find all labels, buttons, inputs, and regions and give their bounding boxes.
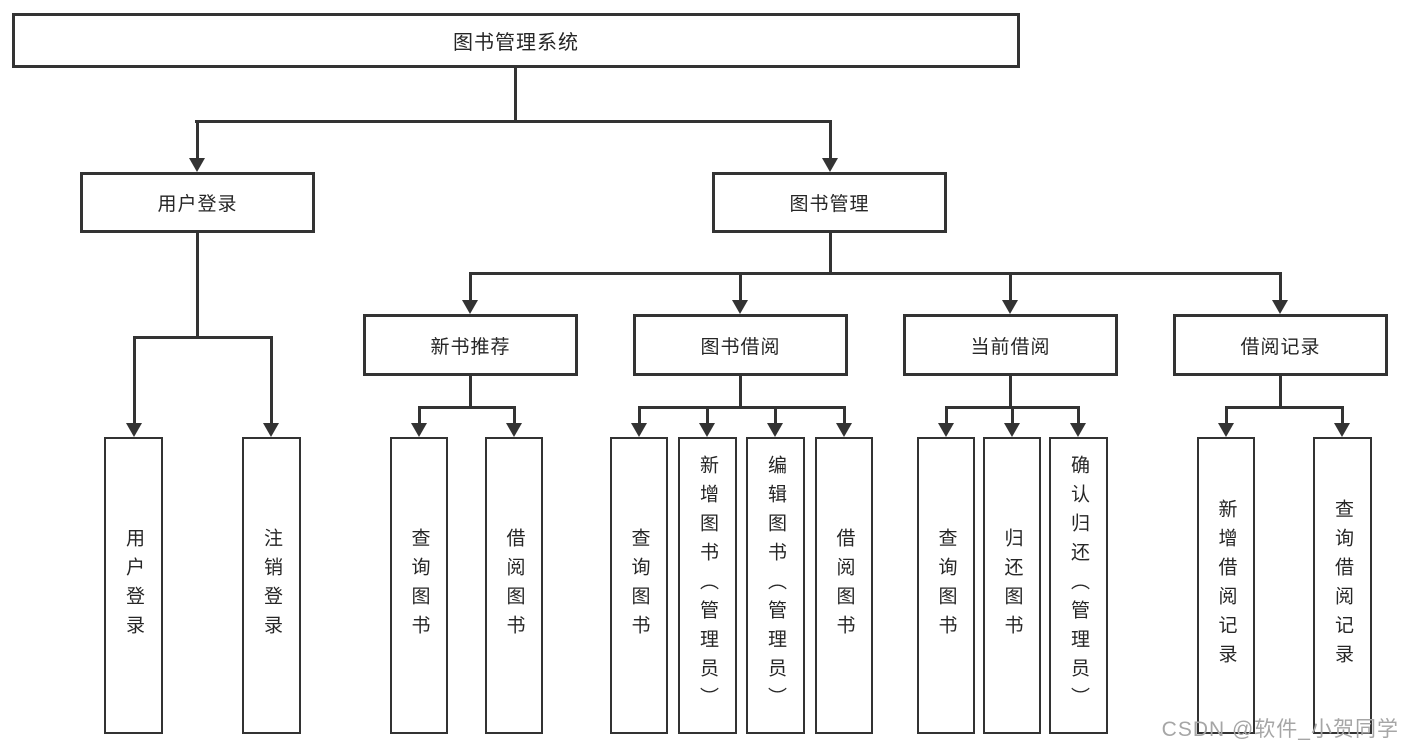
arrow-down-icon	[938, 423, 954, 437]
node-label: 当前借阅	[970, 336, 1051, 358]
arrow-down-icon	[1272, 300, 1288, 314]
arrow-down-icon	[462, 300, 478, 314]
node-borrowing-records: 借阅记录	[1173, 314, 1388, 376]
arrow-down-icon	[732, 300, 748, 314]
node-label: 图书管理	[789, 194, 870, 215]
node-label: 新书推荐	[430, 336, 511, 358]
node-label: 编辑图书（管理员）	[765, 455, 786, 716]
connector-line	[1278, 272, 1282, 300]
connector-line	[1008, 376, 1012, 407]
node-new-book-recommendation: 新书推荐	[363, 314, 578, 376]
node-label: 借阅记录	[1240, 336, 1321, 358]
connector-line	[195, 233, 199, 337]
node-label: 新增图书（管理员）	[697, 455, 718, 716]
connector-line	[417, 406, 421, 423]
connector-line	[1076, 406, 1080, 423]
arrow-down-icon	[822, 158, 838, 172]
node-leaf-edit-books-admin: 编辑图书（管理员）	[746, 437, 805, 734]
node-label: 确认归还（管理员）	[1068, 455, 1089, 716]
connector-line	[1224, 406, 1344, 409]
connector-line	[828, 233, 832, 274]
arrow-down-icon	[1334, 423, 1350, 437]
connector-line	[468, 272, 1282, 275]
connector-line	[1278, 376, 1282, 407]
connector-line	[738, 376, 742, 407]
connector-line	[773, 406, 777, 423]
arrow-down-icon	[1002, 300, 1018, 314]
node-label: 用户登录	[123, 527, 144, 644]
arrow-down-icon	[506, 423, 522, 437]
connector-line	[512, 406, 516, 423]
node-book-borrowing: 图书借阅	[633, 314, 848, 376]
node-label: 图书管理系统	[453, 32, 579, 54]
connector-line	[1340, 406, 1344, 423]
node-label: 用户登录	[157, 194, 238, 215]
node-leaf-add-books-admin: 新增图书（管理员）	[678, 437, 737, 734]
arrow-down-icon	[767, 423, 783, 437]
connector-line	[738, 272, 742, 300]
node-leaf-return-books: 归还图书	[983, 437, 1041, 734]
arrow-down-icon	[836, 423, 852, 437]
arrow-down-icon	[189, 158, 205, 172]
node-leaf-query-books-recommend: 查询图书	[390, 437, 448, 734]
connector-line	[195, 120, 832, 123]
node-leaf-query-books-current: 查询图书	[917, 437, 975, 734]
connector-line	[1010, 406, 1014, 423]
node-label: 借阅图书	[503, 527, 525, 644]
connector-line	[637, 406, 641, 423]
connector-line	[132, 336, 273, 339]
arrow-down-icon	[631, 423, 647, 437]
csdn-watermark: CSDN @软件_小贺同学	[1161, 718, 1399, 741]
node-user-login: 用户登录	[80, 172, 315, 233]
connector-line	[269, 336, 273, 423]
connector-line	[195, 120, 199, 158]
arrow-down-icon	[1070, 423, 1086, 437]
node-label: 查询借阅记录	[1332, 498, 1353, 673]
node-label: 新增借阅记录	[1215, 498, 1237, 673]
connector-line	[1224, 406, 1228, 423]
arrow-down-icon	[699, 423, 715, 437]
arrow-down-icon	[411, 423, 427, 437]
node-label: 查询图书	[408, 527, 430, 644]
arrow-down-icon	[263, 423, 279, 437]
connector-line	[705, 406, 709, 423]
arrow-down-icon	[1004, 423, 1020, 437]
node-leaf-query-books-borrowing: 查询图书	[610, 437, 668, 734]
node-label: 注销登录	[261, 527, 282, 644]
connector-line	[417, 406, 516, 409]
arrow-down-icon	[1218, 423, 1234, 437]
node-library-management-system: 图书管理系统	[12, 13, 1020, 68]
node-leaf-borrow-books-recommend: 借阅图书	[485, 437, 543, 734]
node-label: 查询图书	[935, 527, 957, 644]
node-label: 图书借阅	[700, 336, 781, 358]
node-label: 归还图书	[1001, 527, 1023, 644]
connector-line	[468, 376, 472, 407]
node-book-management: 图书管理	[712, 172, 947, 233]
node-leaf-logout: 注销登录	[242, 437, 301, 734]
node-leaf-borrow-books: 借阅图书	[815, 437, 873, 734]
connector-line	[132, 336, 136, 423]
connector-line	[944, 406, 948, 423]
node-current-borrowing: 当前借阅	[903, 314, 1118, 376]
arrow-down-icon	[126, 423, 142, 437]
node-label: 借阅图书	[833, 527, 855, 644]
node-leaf-confirm-return-admin: 确认归还（管理员）	[1049, 437, 1108, 734]
node-leaf-user-login: 用户登录	[104, 437, 163, 734]
connector-line	[828, 120, 832, 158]
node-label: 查询图书	[628, 527, 650, 644]
connector-line	[637, 406, 846, 409]
connector-line	[514, 68, 517, 122]
connector-line	[1008, 272, 1012, 300]
node-leaf-query-borrow-record: 查询借阅记录	[1313, 437, 1372, 734]
node-leaf-add-borrow-record: 新增借阅记录	[1197, 437, 1255, 734]
connector-line	[842, 406, 846, 423]
connector-line	[468, 272, 472, 300]
